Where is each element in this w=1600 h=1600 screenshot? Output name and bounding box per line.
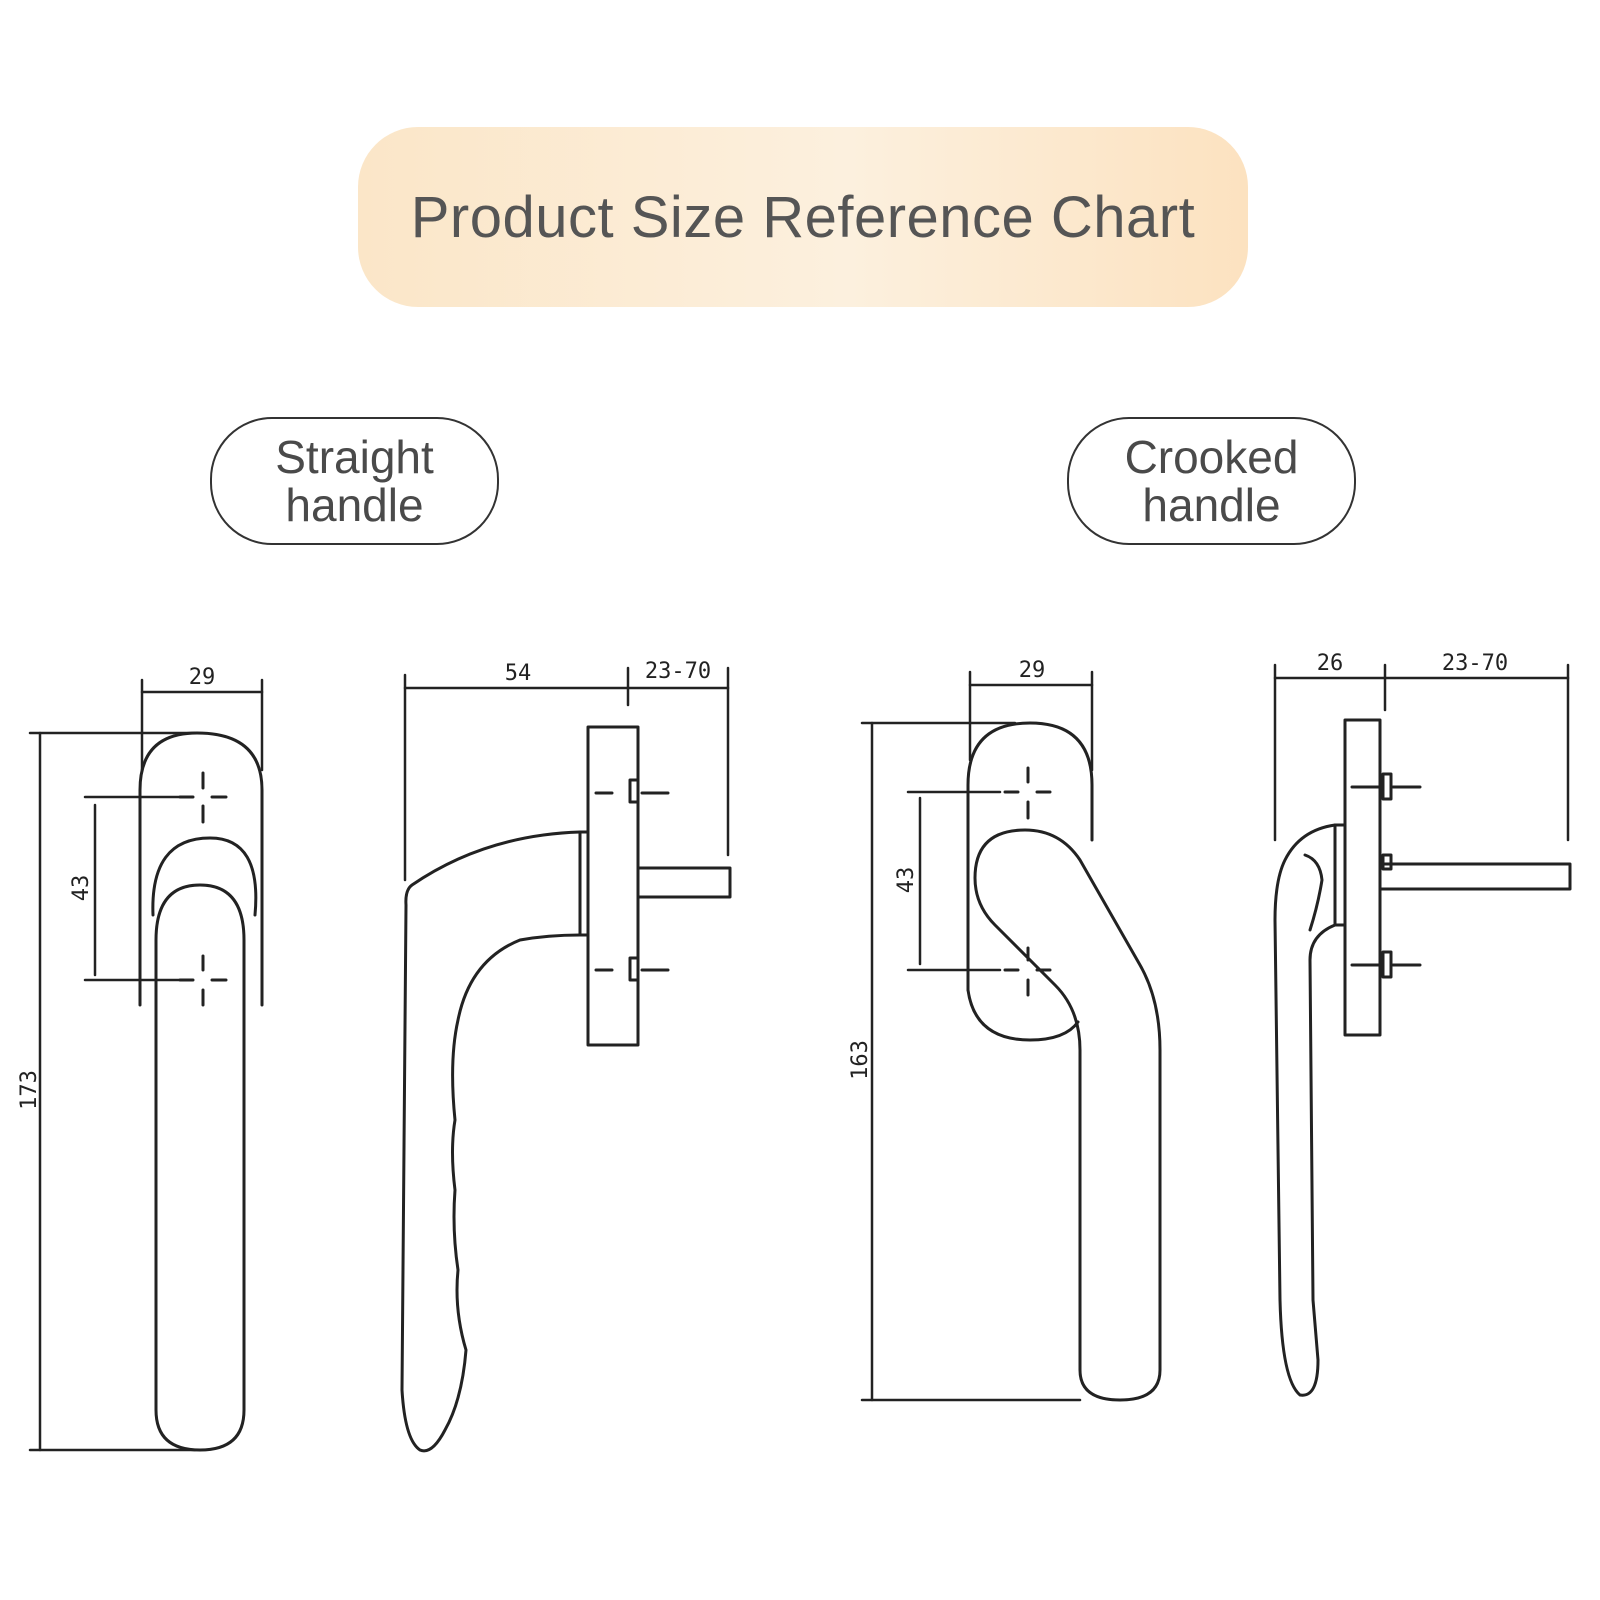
straight-side-view: 54 23-70	[400, 659, 732, 1453]
straight-front-screw-bottom	[178, 954, 228, 1007]
crooked-side-dimensions	[1273, 663, 1570, 842]
crooked-side-lever	[1273, 823, 1337, 1397]
straight-front-view: 29 173 43	[17, 665, 264, 1452]
crooked-front-screw-bottom	[1003, 946, 1052, 997]
straight-side-dimensions	[403, 666, 730, 882]
crooked-front-width-dimension	[968, 670, 1094, 772]
crooked-front-hole-label: 43	[894, 867, 919, 894]
straight-label-line2: handle	[285, 479, 424, 531]
crooked-front-view: 29 163 43	[848, 658, 1162, 1402]
straight-front-height-dimension	[28, 731, 197, 1452]
crooked-label-line2: handle	[1142, 479, 1281, 531]
straight-front-neck	[151, 836, 258, 917]
straight-side-length-label: 54	[505, 661, 532, 686]
straight-front-hole-label: 43	[69, 875, 94, 902]
crooked-front-width-label: 29	[1019, 658, 1046, 683]
crooked-front-baseplate	[966, 721, 1094, 992]
straight-front-screw-top	[178, 771, 228, 824]
page-title: Product Size Reference Chart	[410, 184, 1196, 250]
crooked-front-screw-top	[1003, 766, 1052, 820]
crooked-side-stub	[1333, 823, 1347, 927]
crooked-side-rose	[1343, 718, 1382, 1037]
crooked-side-view: 26 23-70	[1273, 651, 1572, 1397]
straight-side-rose	[586, 725, 640, 1047]
straight-side-spindle-label: 23-70	[645, 659, 711, 684]
crooked-front-height-dimension	[860, 721, 1082, 1402]
crooked-front-height-label: 163	[848, 1040, 873, 1080]
crooked-side-screws	[1350, 772, 1422, 979]
straight-front-width-label: 29	[189, 665, 216, 690]
crooked-side-spindle-label: 23-70	[1442, 651, 1508, 676]
straight-front-baseplate	[138, 731, 264, 1007]
crooked-front-hole-dimension	[906, 790, 1002, 972]
straight-side-spindle	[636, 866, 732, 899]
straight-front-width-dimension	[140, 678, 264, 772]
crooked-side-length-label: 26	[1317, 651, 1344, 676]
title-banner: Product Size Reference Chart	[358, 127, 1248, 307]
straight-handle-label: Straight handle	[210, 417, 499, 545]
crooked-front-baseplate-bottom	[966, 988, 1080, 1042]
straight-label-line1: Straight	[275, 431, 434, 483]
straight-front-height-label: 173	[17, 1070, 42, 1110]
straight-front-lever	[154, 883, 246, 1452]
crooked-side-lever-inner	[1303, 853, 1324, 932]
crooked-front-lever	[973, 828, 1162, 1402]
crooked-side-spindle	[1378, 862, 1572, 891]
straight-front-hole-dimension	[83, 795, 182, 982]
crooked-handle-label: Crooked handle	[1067, 417, 1356, 545]
straight-side-lever	[400, 830, 582, 1453]
crooked-label-line1: Crooked	[1124, 431, 1299, 483]
straight-side-screws	[594, 778, 670, 982]
